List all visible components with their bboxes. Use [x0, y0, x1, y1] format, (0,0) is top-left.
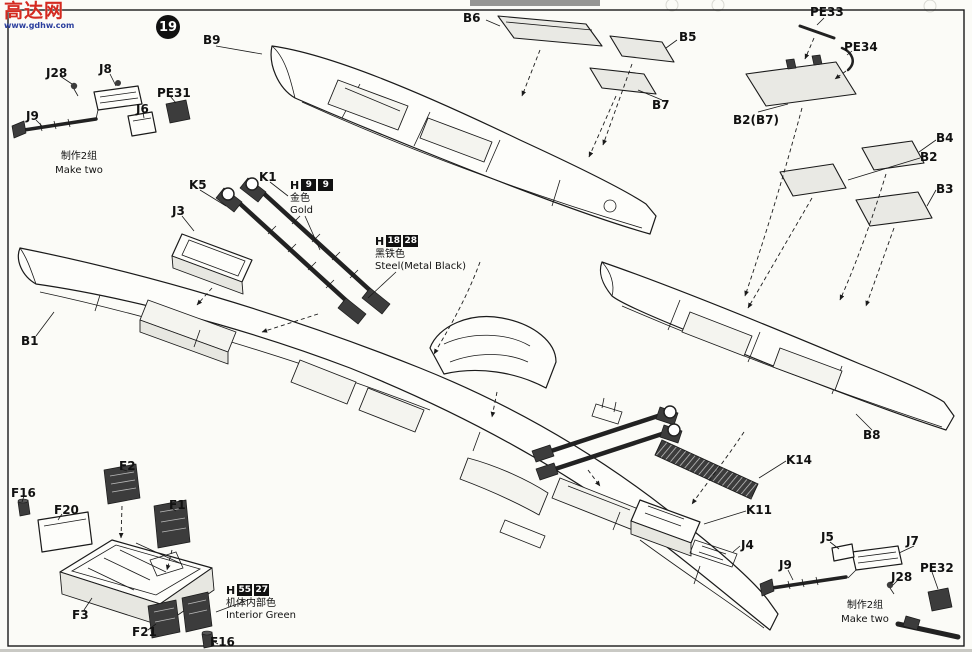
part-label-j7: J7 — [906, 534, 919, 548]
part-label-j9-top: J9 — [26, 109, 39, 123]
part-label-b3: B3 — [936, 182, 954, 196]
paint-note-gold: H 9 9 金色 Gold — [290, 178, 334, 217]
paint-code-box: 18 — [386, 235, 402, 247]
part-label-b1: B1 — [21, 334, 39, 348]
paint-name-en: Steel(Metal Black) — [375, 261, 466, 272]
part-label-b4: B4 — [936, 131, 954, 145]
paint-name-en: Gold — [290, 205, 313, 216]
part-label-f16-bottom: F16 — [210, 635, 235, 649]
part-label-b2b7: B2(B7) — [733, 113, 779, 127]
part-label-j28-top: J28 — [46, 66, 68, 80]
part-label-f16-left: F16 — [11, 486, 36, 500]
part-label-b9: B9 — [203, 33, 221, 47]
part-label-k11: K11 — [746, 503, 772, 517]
part-label-j8: J8 — [99, 62, 112, 76]
part-label-j3: J3 — [172, 204, 185, 218]
part-label-k5: K5 — [189, 178, 207, 192]
make-two-en: Make two — [841, 613, 889, 625]
leader-lines — [21, 17, 939, 645]
part-label-j5: J5 — [821, 530, 834, 544]
assembly-arrows — [196, 37, 895, 505]
part-label-pe33: PE33 — [810, 5, 844, 19]
part-label-j6: J6 — [136, 102, 149, 116]
make-two-note-bottom-right: 制作2组 Make two — [830, 599, 900, 626]
paint-note-steel: H 18 28 黑铁色 Steel(Metal Black) — [375, 235, 466, 273]
part-label-b2: B2 — [920, 150, 938, 164]
page-border-frame — [7, 9, 965, 647]
gun-assembly-bottom-right — [759, 543, 961, 640]
center-cowl-part — [429, 316, 557, 389]
cockpit-parts-f-group — [17, 463, 215, 649]
lower-wing-b1 — [17, 247, 779, 631]
wing-access-panels-b6-b5-b7 — [497, 15, 675, 95]
paint-brand: H — [290, 178, 300, 192]
paint-code-box: 9 — [301, 179, 317, 191]
paint-code-box: 28 — [403, 235, 419, 247]
make-two-en: Make two — [55, 164, 103, 176]
part-label-j28-bottom: J28 — [891, 570, 913, 584]
part-label-f2: F2 — [119, 459, 136, 473]
make-two-note-top-left: 制作2组 Make two — [44, 150, 114, 177]
paint-name-cn: 机体内部色 — [226, 598, 276, 609]
part-label-b8: B8 — [863, 428, 881, 442]
part-label-j4: J4 — [741, 538, 754, 552]
pe-parts-and-plate-b2b7 — [745, 24, 857, 107]
machine-guns-k1-k5-and-tray-j3 — [171, 177, 391, 325]
paint-code-box: 27 — [254, 584, 270, 596]
upper-wing-right-b8 — [599, 261, 955, 431]
paint-brand: H — [226, 583, 236, 597]
part-label-b6: B6 — [463, 11, 481, 25]
watermark-site-name: 高达网 — [4, 0, 65, 22]
machine-guns-center-k14-k11-j4 — [531, 397, 759, 568]
part-label-b7: B7 — [652, 98, 670, 112]
paint-name-en: Interior Green — [226, 610, 296, 621]
part-label-pe32: PE32 — [920, 561, 954, 575]
paint-code-box: 9 — [318, 179, 334, 191]
part-label-k14: K14 — [786, 453, 812, 467]
watermark-logo: 高达网 www.gdhw.com — [4, 2, 74, 30]
part-label-f1: F1 — [169, 498, 186, 512]
part-label-k1: K1 — [259, 170, 277, 184]
paint-name-cn: 黑铁色 — [375, 249, 405, 260]
part-label-pe34: PE34 — [844, 40, 878, 54]
step-number-badge: 19 — [156, 15, 180, 39]
part-label-f21: F21 — [132, 625, 157, 639]
make-two-cn: 制作2组 — [60, 151, 98, 162]
watermark-site-url: www.gdhw.com — [4, 21, 75, 30]
step-number: 19 — [158, 19, 178, 35]
part-label-pe31: PE31 — [157, 86, 191, 100]
part-label-f20: F20 — [54, 503, 79, 517]
access-panels-b2-b4-b3 — [779, 140, 933, 227]
part-label-f3: F3 — [72, 608, 89, 622]
make-two-cn: 制作2组 — [846, 600, 884, 611]
gun-assembly-top-left — [11, 80, 191, 139]
paint-name-cn: 金色 — [290, 193, 310, 204]
paint-note-interior-green: H 55 27 机体内部色 Interior Green — [226, 584, 296, 622]
paint-brand: H — [375, 234, 385, 248]
upper-wing-left-b9 — [270, 45, 657, 235]
paint-code-box: 55 — [237, 584, 253, 596]
part-label-b5: B5 — [679, 30, 697, 44]
part-label-j9-bottom: J9 — [779, 558, 792, 572]
